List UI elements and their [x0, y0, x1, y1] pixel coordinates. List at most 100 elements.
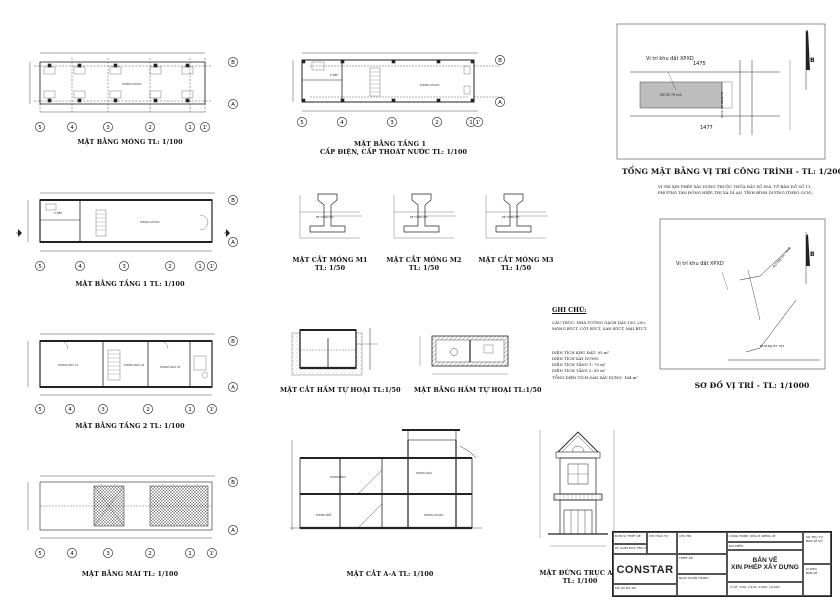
footing-section-m3	[485, 193, 548, 239]
axis-bubble-3-label: 2	[146, 407, 150, 413]
axis-bubble-1-label: 4	[70, 551, 74, 557]
axis-bubble-2-label: 3	[390, 120, 394, 126]
plan-roof	[27, 475, 215, 539]
svg-text:BÊ TÔNG LÓT: BÊ TÔNG LÓT	[502, 214, 520, 219]
section-aa	[290, 429, 482, 530]
axis-bubble-1	[65, 404, 75, 414]
plan-floor1-mep	[292, 52, 505, 112]
title-floor1-mep-line2: CẤP ĐIỆN, CẤP THOÁT NƯỚC TL: 1/100	[320, 148, 468, 156]
axis-bubble-v0-label: B	[231, 480, 235, 486]
site-plan-num-top: 1475	[693, 61, 706, 67]
axis-bubble-4-label: 1	[188, 407, 192, 413]
axis-bubble-v1-label: A	[231, 385, 235, 391]
tb-scale: TỈ LỆ: 1/50, 1/100, 1/200, 1/1000	[727, 582, 803, 596]
svg-text:PHÒNG KHÁCH: PHÒNG KHÁCH	[122, 81, 142, 86]
svg-text:P. BẾP: P. BẾP	[330, 71, 338, 77]
axis-bubble-3-label: 2	[168, 264, 172, 270]
notes-line: DIỆN TÍCH TẦNG 2: 85 m²	[552, 368, 606, 373]
svg-text:PHÒNG BẾP: PHÒNG BẾP	[316, 511, 332, 517]
title-footing-m2: MẶT CẮT MÓNG M2	[386, 256, 462, 264]
location-map	[659, 218, 826, 370]
septic-section	[291, 328, 378, 376]
axis-bubble-5-label: 1'	[202, 125, 207, 131]
title-section-aa: MẶT CẮT A-A TL: 1/100	[346, 570, 434, 578]
plan-foundation	[29, 52, 212, 113]
axis-bubble-v1	[228, 99, 238, 109]
axis-bubble-4-label: 1	[188, 551, 192, 557]
svg-text:PHÒNG KHÁCH: PHÒNG KHÁCH	[420, 82, 440, 87]
axis-bubble-3	[145, 548, 155, 558]
axis-bubble-v0-label: B	[231, 198, 235, 204]
title-elevation: MẶT ĐỨNG TRỤC A-B	[539, 569, 621, 577]
tb-location: ĐỊA ĐIỂM	[727, 542, 803, 550]
svg-text:PHÒNG NGỦ 01: PHÒNG NGỦ 01	[58, 362, 79, 367]
axis-bubble-4-label: 1	[469, 120, 473, 126]
axis-bubble-0	[35, 261, 45, 271]
axis-bubble-5	[207, 548, 217, 558]
tb-main-title: BẢN VẼ XIN PHÉP XÂY DỰNG	[727, 550, 803, 582]
axis-bubble-2	[119, 261, 129, 271]
axis-bubble-1	[75, 261, 85, 271]
svg-text:PHÒNG KHÁCH: PHÒNG KHÁCH	[140, 219, 160, 224]
svg-text:PHÒNG NGỦ 02: PHÒNG NGỦ 02	[124, 362, 145, 367]
axis-bubble-v0-label: B	[231, 339, 235, 345]
location-note-line2: PHƯỜNG TÂN ĐÔNG HIỆP, THỊ XÃ DĨ AN, TỈNH…	[658, 190, 813, 195]
axis-bubble-4-label: 1	[188, 125, 192, 131]
tb-date: NGÀY HOÀN THÀNH	[677, 574, 727, 596]
axis-bubble-v1	[495, 97, 505, 107]
title-floor1-mep-line1: MẶT BẰNG TẦNG 1	[353, 140, 427, 148]
location-north-label: B	[810, 251, 815, 258]
title-floor1-plan: MẶT BẰNG TẦNG 1 TL: 1/100	[75, 280, 185, 288]
axis-bubble-v1-label: A	[231, 240, 235, 246]
title-septic-section: MẶT CẮT HẦM TỰ HOẠI TL:1/50	[280, 386, 401, 394]
axis-bubble-0	[35, 548, 45, 558]
tb-design: THIẾT KẾ	[677, 554, 727, 574]
svg-text:BÊ TÔNG LÓT: BÊ TÔNG LÓT	[316, 214, 334, 219]
title-footing-m3-scale: TL: 1/50	[500, 264, 532, 272]
axis-bubble-5	[207, 261, 217, 271]
axis-bubble-v1	[228, 382, 238, 392]
title-footing-m2-scale: TL: 1/50	[408, 264, 440, 272]
notes-line: CẤU TRÚC: NHÀ TƯỜNG GẠCH DÀY 100, 200,	[552, 320, 646, 325]
axis-bubble-2-label: 3	[101, 407, 105, 413]
notes-heading: GHI CHÚ:	[552, 307, 587, 314]
title-elevation-scale: TL: 1/100	[562, 577, 598, 585]
site-plan-lot: DT:95 79 m2	[660, 93, 682, 97]
axis-bubble-1-label: 4	[70, 125, 74, 131]
axis-bubble-2	[103, 122, 113, 132]
location-note-line1: VỊ TRÍ XIN PHÉP XÂY DỰNG THUỘC THỬA ĐẤT …	[658, 184, 812, 189]
axis-bubble-v0	[495, 55, 505, 65]
axis-bubble-5	[473, 117, 483, 127]
axis-bubble-0-label: 5	[300, 120, 304, 126]
footing-section-m1	[299, 193, 362, 239]
axis-bubble-0-label: 5	[38, 551, 42, 557]
axis-bubble-4	[185, 548, 195, 558]
axis-bubble-0-label: 5	[38, 125, 42, 131]
svg-text:BÊ TÔNG LÓT: BÊ TÔNG LÓT	[410, 214, 428, 219]
axis-bubble-0-label: 5	[38, 264, 42, 270]
svg-text:PHÒNG NGỦ: PHÒNG NGỦ	[330, 474, 346, 479]
axis-bubble-v1-label: A	[498, 100, 502, 106]
axis-bubble-1	[67, 122, 77, 132]
axis-bubble-3	[143, 404, 153, 414]
svg-text:PHÒNG NGỦ: PHÒNG NGỦ	[416, 470, 432, 475]
axis-bubble-4	[195, 261, 205, 271]
tb-sheet-no-2: BẢN VẼ SỐ	[806, 539, 823, 543]
axis-bubble-0-label: 5	[38, 407, 42, 413]
plan-floor1	[16, 192, 230, 252]
title-site-plan: TỔNG MẶT BẰNG VỊ TRÍ CÔNG TRÌNH - TL: 1/…	[622, 167, 840, 176]
title-footing-m1-scale: TL: 1/50	[314, 264, 346, 272]
axis-bubble-v1	[228, 237, 238, 247]
location-map-label: Vị trí khu đất XPXD	[676, 261, 724, 267]
axis-bubble-1-label: 4	[68, 407, 72, 413]
tb-owner: CHỦ ĐẦU TƯ	[647, 532, 677, 554]
tb-main-line1: BẢN VẼ	[752, 557, 778, 564]
tb-code-1: KÍ HIỆU	[806, 567, 818, 571]
axis-bubble-2-label: 3	[122, 264, 126, 270]
axis-bubble-0	[35, 404, 45, 414]
title-location-map: SƠ ĐỒ VỊ TRÍ - TL: 1/1000	[694, 381, 810, 390]
axis-bubble-5-label: 1'	[209, 551, 214, 557]
axis-bubble-5	[200, 122, 210, 132]
footing-section-m2	[393, 193, 456, 239]
axis-bubble-v1-label: A	[231, 102, 235, 108]
